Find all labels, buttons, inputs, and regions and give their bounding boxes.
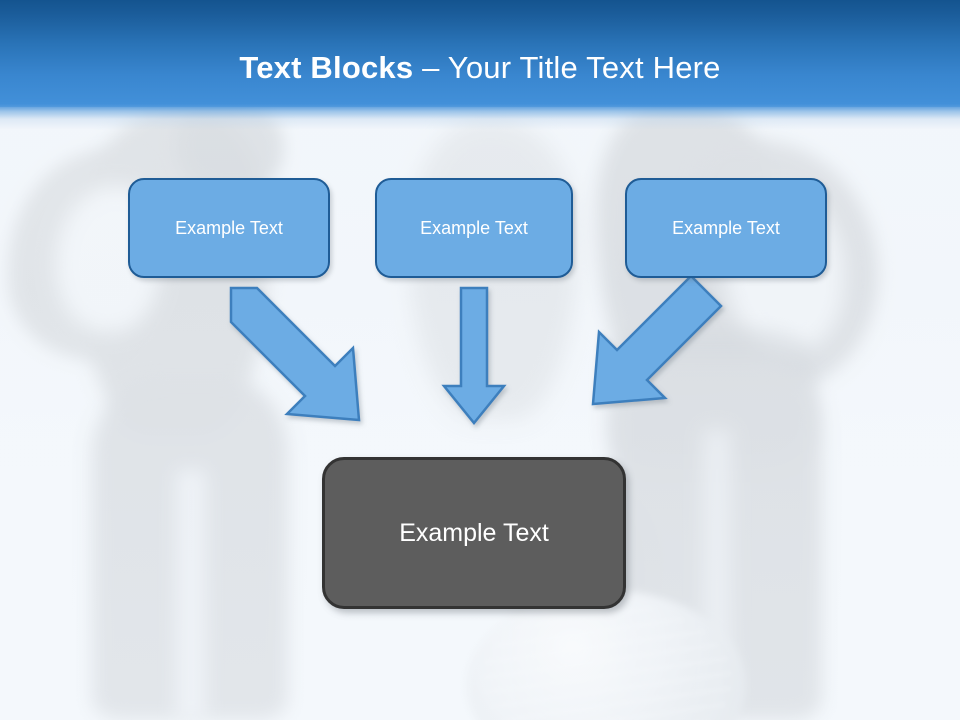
- page-title: Text Blocks – Your Title Text Here: [0, 49, 960, 87]
- result-text-block[interactable]: Example Text: [322, 457, 626, 609]
- result-text-block-label: Example Text: [399, 518, 549, 547]
- text-block-1-label: Example Text: [175, 217, 283, 238]
- text-block-2-label: Example Text: [420, 217, 528, 238]
- text-block-1[interactable]: Example Text: [128, 178, 330, 278]
- title-band-fade: [0, 104, 960, 130]
- text-block-2[interactable]: Example Text: [375, 178, 573, 278]
- title-band: [0, 0, 960, 107]
- page-title-rest: – Your Title Text Here: [422, 50, 721, 85]
- text-block-3-label: Example Text: [672, 217, 780, 238]
- page-title-strong: Text Blocks: [239, 50, 423, 85]
- text-block-3[interactable]: Example Text: [625, 178, 827, 278]
